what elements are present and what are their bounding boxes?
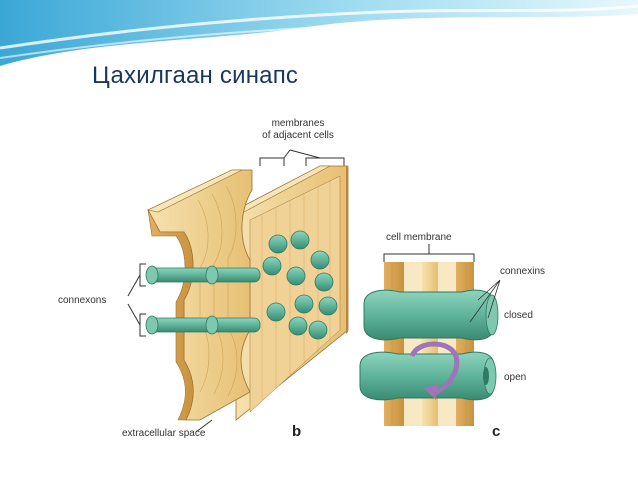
connexons-bracket (127, 263, 146, 337)
label-open: open (504, 372, 526, 383)
label-closed: closed (504, 310, 533, 321)
header-banner (0, 0, 638, 66)
connexon-rosettes (262, 230, 338, 340)
panel-letter-c: c (492, 423, 500, 440)
label-membranes-2: of adjacent cells (262, 130, 334, 141)
cell-membrane-bracket (383, 244, 475, 262)
label-membranes-1: membranes (272, 118, 325, 129)
connexon-channels (145, 265, 261, 335)
label-cell-membrane: cell membrane (386, 232, 452, 243)
label-connexins: connexins (500, 266, 545, 277)
slide-title: Цахилгаан синапс (92, 62, 299, 89)
connexin-channel-open (359, 351, 497, 401)
extracellular-pointer (195, 419, 213, 433)
panel-b: membranes of adjacent cells connexons ex… (58, 118, 349, 440)
right-membrane (231, 165, 349, 421)
label-extracellular-space: extracellular space (122, 428, 206, 439)
panel-c: cell membrane connexins closed open c (359, 232, 545, 440)
membranes-bracket (259, 149, 345, 166)
panel-letter-b: b (292, 423, 301, 440)
connexin-channel-closed (363, 289, 499, 341)
left-membrane (147, 169, 253, 421)
label-connexons: connexons (58, 295, 106, 306)
rotation-arrow (409, 341, 460, 397)
rotation-arrowhead (424, 384, 438, 400)
connexins-pointer (469, 279, 501, 323)
